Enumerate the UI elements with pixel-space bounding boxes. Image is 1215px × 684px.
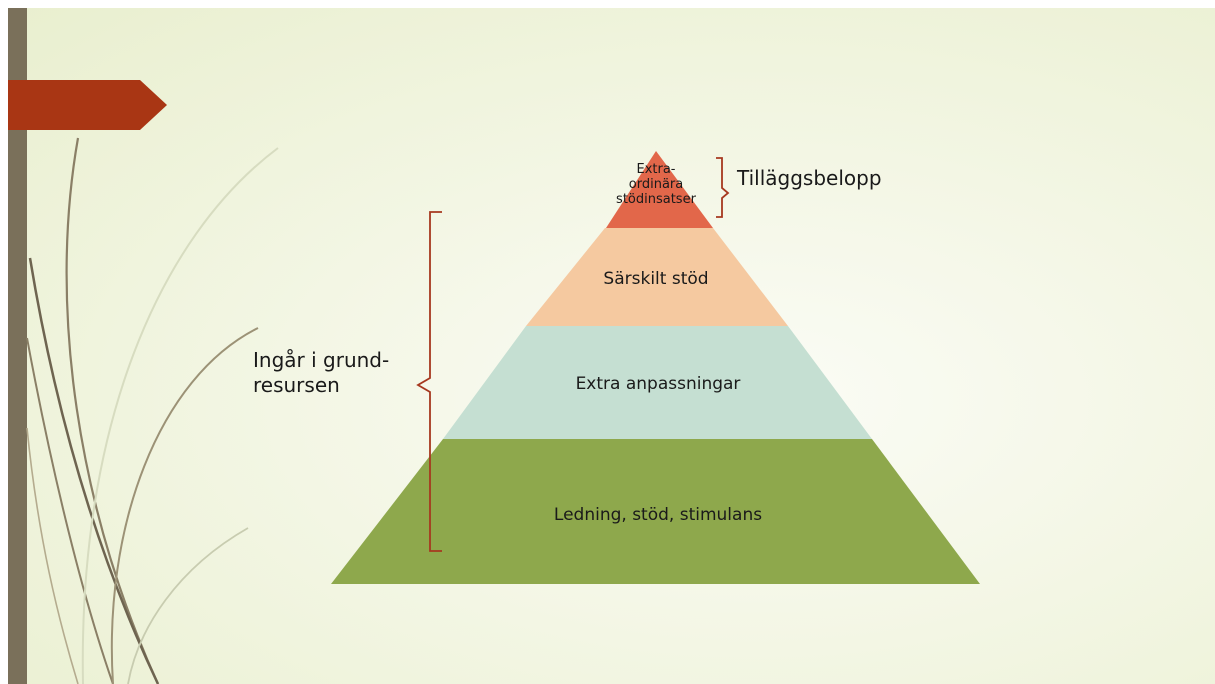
slide: Extra- ordinära stödinsatser Särskilt st…: [8, 8, 1215, 684]
tillaggsbelopp-label: Tilläggsbelopp: [737, 166, 882, 190]
pyramid-tier-3: [443, 326, 872, 439]
top-bracket: [716, 157, 730, 218]
grundresursen-label: Ingår i grund- resursen: [253, 348, 390, 397]
tier-3-label: Extra anpassningar: [575, 374, 741, 394]
pyramid-tier-1: [606, 151, 713, 228]
pyramid-diagram: [331, 151, 980, 584]
tier-4-label: Ledning, stöd, stimulans: [553, 505, 763, 525]
left-bracket: [416, 211, 442, 552]
title-arrow-tab: [8, 80, 167, 130]
decorative-swoosh-lines: [26, 137, 279, 684]
left-accent-bar: [8, 8, 27, 684]
pyramid-tier-4: [331, 439, 980, 584]
tier-1-label: Extra- ordinära stödinsatser: [616, 162, 696, 207]
tier-2-label: Särskilt stöd: [603, 269, 709, 289]
pyramid-tier-2: [526, 228, 788, 326]
